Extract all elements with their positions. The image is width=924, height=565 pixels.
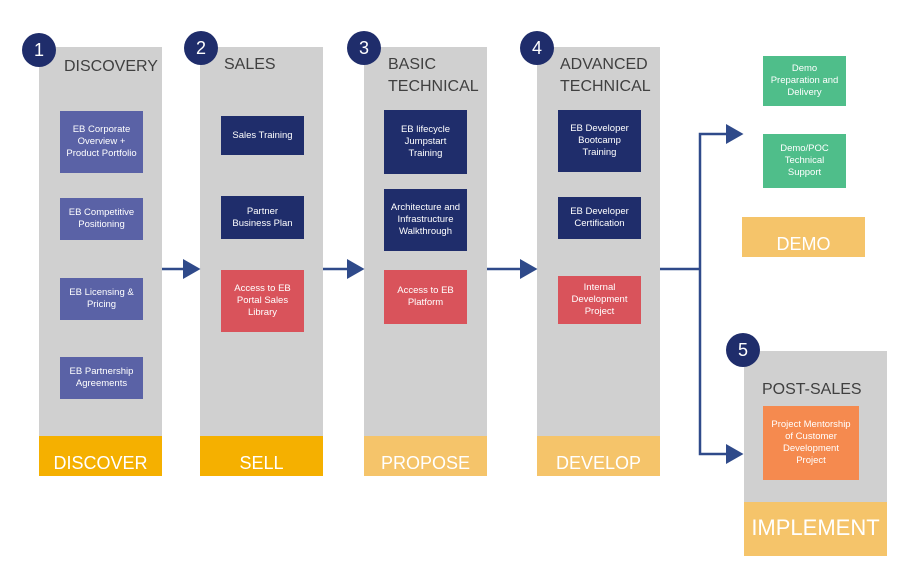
stage-title: DISCOVERY: [64, 58, 158, 75]
item-access-eb-portal: Access to EB Portal Sales Library: [221, 270, 304, 332]
stage-title: SALES: [224, 56, 276, 73]
item-project-mentorship: Project Mentorship of Customer Developme…: [763, 406, 859, 480]
stage-footer-develop: DEVELOP: [537, 436, 660, 476]
arrow-to-post-sales: [698, 269, 744, 464]
stage-footer-sell: SELL: [200, 436, 323, 476]
stage-number-badge: 2: [184, 31, 218, 65]
item-architecture-walkthrough: Architecture and Infrastructure Walkthro…: [384, 189, 467, 251]
item-internal-development-project: Internal Development Project: [558, 276, 641, 324]
item-demo-preparation: Demo Preparation and Delivery: [763, 56, 846, 106]
item-partner-business-plan: Partner Business Plan: [221, 196, 304, 239]
stage-title: POST-SALES: [762, 381, 862, 398]
stage-footer-discover: DISCOVER: [39, 436, 162, 476]
item-eb-developer-bootcamp: EB Developer Bootcamp Training: [558, 110, 641, 172]
stage-number-badge: 1: [22, 33, 56, 67]
item-demo-poc-support: Demo/POC Technical Support: [763, 134, 846, 188]
stage-number-badge: 4: [520, 31, 554, 65]
item-eb-developer-certification: EB Developer Certification: [558, 197, 641, 239]
stage-footer-propose: PROPOSE: [364, 436, 487, 476]
item-eb-licensing-pricing: EB Licensing & Pricing: [60, 278, 143, 320]
stage-title: ADVANCED TECHNICAL: [560, 56, 651, 95]
item-eb-corporate-overview: EB Corporate Overview + Product Portfoli…: [60, 111, 143, 173]
item-eb-competitive-positioning: EB Competitive Positioning: [60, 198, 143, 240]
stage-footer-implement: IMPLEMENT: [744, 502, 887, 556]
item-sales-training: Sales Training: [221, 116, 304, 155]
item-eb-partnership-agreements: EB Partnership Agreements: [60, 357, 143, 399]
stage-number-badge: 5: [726, 333, 760, 367]
stage-title: BASIC TECHNICAL: [388, 56, 479, 95]
item-access-eb-platform: Access to EB Platform: [384, 270, 467, 324]
demo-label: DEMO: [742, 217, 865, 257]
stage-column-sales: [200, 47, 323, 436]
item-eb-lifecycle-jumpstart: EB lifecycle Jumpstart Training: [384, 110, 467, 174]
stage-number-badge: 3: [347, 31, 381, 65]
arrow-to-demo: [698, 124, 744, 269]
